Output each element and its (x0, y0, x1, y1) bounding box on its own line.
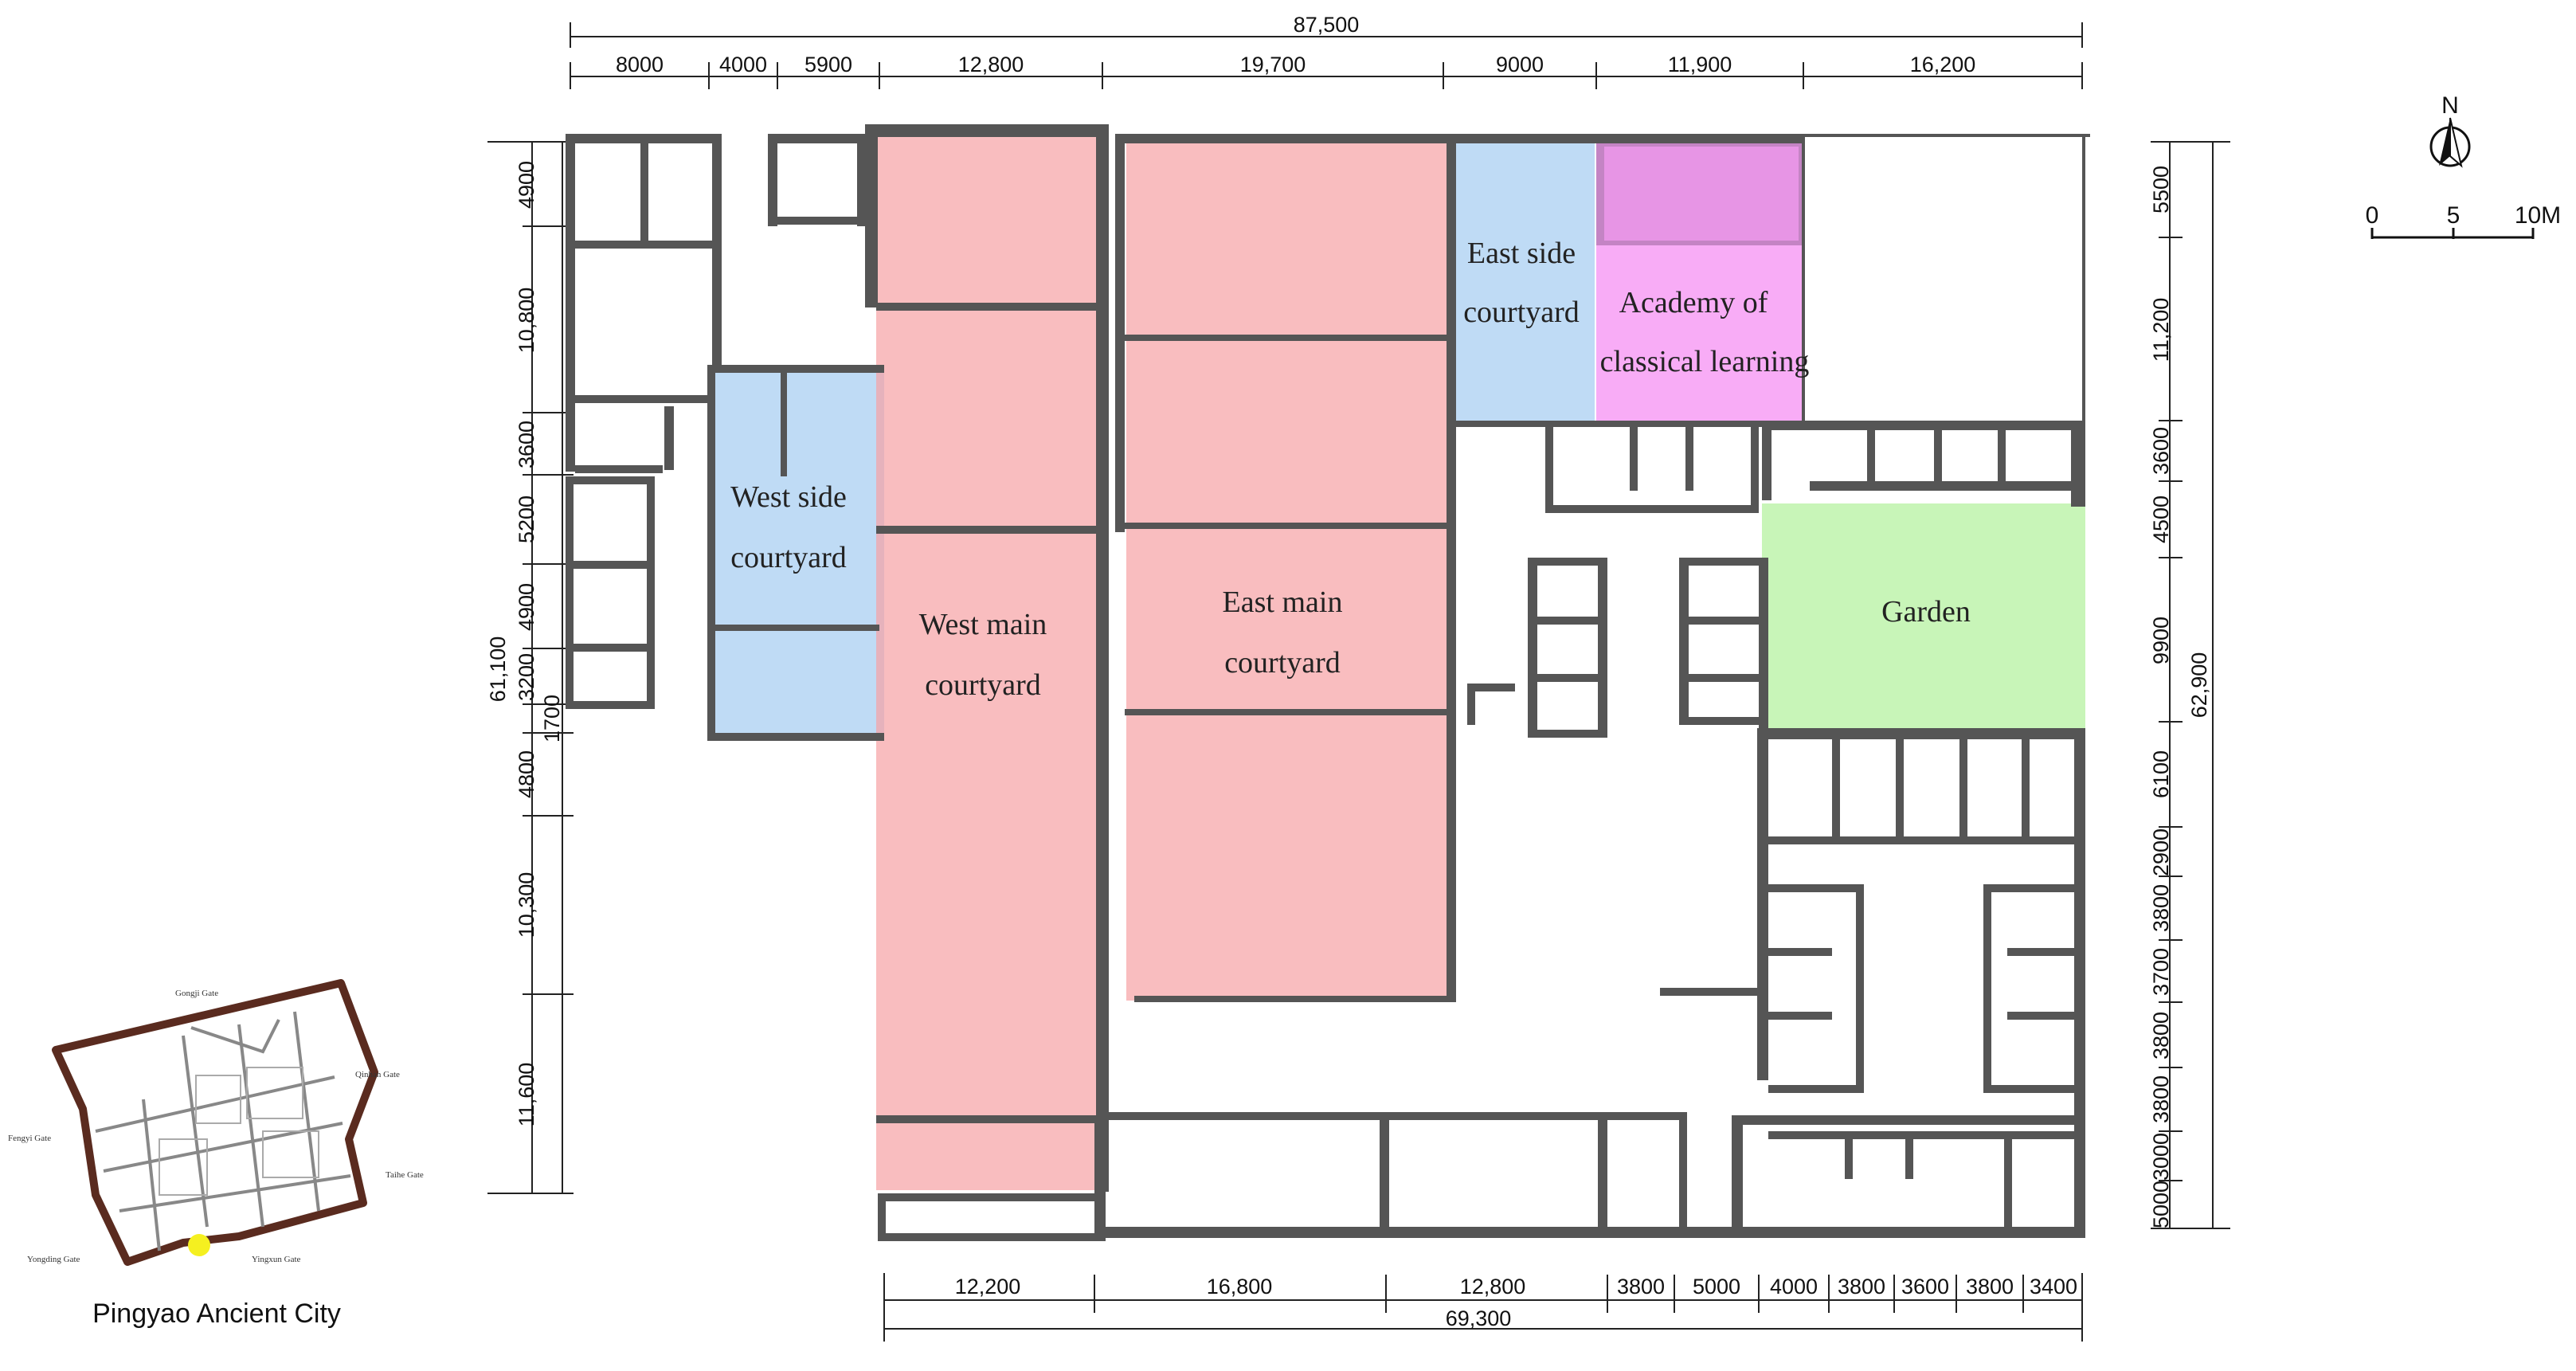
right-dim-11: 3800 (2149, 1075, 2173, 1123)
right-dim-2: 11,200 (2149, 298, 2173, 362)
bottom-dim-1: 12,200 (955, 1275, 1021, 1299)
walls (566, 124, 2090, 1241)
left-dim-3: 3600 (515, 421, 538, 468)
bottom-dim-7: 3800 (1838, 1275, 1885, 1299)
bottom-dim-6: 4000 (1770, 1275, 1818, 1299)
right-dim-13: 5000 (2149, 1181, 2173, 1228)
east-main-courtyard-label-1: East main (1223, 586, 1343, 619)
right-dim-6: 6100 (2149, 750, 2173, 798)
west-side-courtyard-zone (711, 366, 884, 739)
inset-gate-yongding: Yongding Gate (27, 1255, 80, 1264)
west-main-courtyard-zone (876, 137, 1107, 1190)
left-dim-5: 4900 (515, 583, 538, 631)
top-dim-5: 19,700 (1240, 53, 1306, 76)
bottom-dim-2: 16,800 (1207, 1275, 1273, 1299)
scale-label-10m: 10M (2515, 202, 2561, 229)
garden-label: Garden (1881, 595, 1971, 629)
east-side-courtyard-label-1: East side (1467, 237, 1576, 270)
east-main-courtyard-label-2: courtyard (1224, 646, 1341, 680)
inset-gate-gongji: Gongji Gate (175, 989, 218, 998)
scale-label-0: 0 (2366, 202, 2379, 229)
inset-gate-qinhan: Qinhan Gate (355, 1070, 400, 1079)
academy-zone (1596, 245, 1805, 422)
top-dim-7: 11,900 (1668, 53, 1732, 76)
academy-label-1: Academy of (1619, 286, 1768, 319)
right-dim-7: 2900 (2149, 828, 2173, 876)
top-dim-3: 5900 (805, 53, 852, 76)
right-dim-12: 3000 (2149, 1133, 2173, 1181)
left-dim-10: 11,600 (515, 1063, 538, 1127)
scale-bar (2370, 228, 2535, 239)
right-total-dim: 62,900 (2187, 652, 2211, 719)
left-dim-4: 5200 (515, 496, 538, 543)
bottom-dim-4: 3800 (1617, 1275, 1665, 1299)
north-arrow-icon (2429, 117, 2471, 168)
inset-gate-yingxun: Yingxun Gate (252, 1255, 301, 1264)
east-main-courtyard-zone (1126, 137, 1454, 1001)
top-dim-6: 9000 (1496, 53, 1544, 76)
bottom-total-dim: 69,300 (1446, 1306, 1512, 1330)
left-dim-2: 10,800 (515, 288, 538, 354)
right-dimension-lines (2151, 141, 2230, 1229)
west-side-courtyard-label-1: West side (730, 480, 847, 514)
top-dim-4: 12,800 (958, 53, 1024, 76)
left-dim-1: 4900 (515, 161, 538, 209)
west-main-courtyard-label-2: courtyard (925, 668, 1041, 702)
inset-location-marker (188, 1234, 210, 1256)
zone-fills (711, 137, 2085, 1190)
right-dim-10: 3800 (2149, 1012, 2173, 1060)
west-main-courtyard-label-1: West main (919, 608, 1047, 641)
bottom-dim-3: 12,800 (1460, 1275, 1526, 1299)
inset-title: Pingyao Ancient City (92, 1299, 341, 1329)
inset-gate-taihe: Taihe Gate (386, 1170, 424, 1180)
east-side-courtyard-zone (1454, 140, 1595, 421)
right-dim-5: 9900 (2149, 617, 2173, 664)
bottom-dim-5: 5000 (1693, 1275, 1740, 1299)
scale-label-5: 5 (2447, 202, 2461, 229)
right-dim-4: 4500 (2149, 496, 2173, 543)
north-label: N (2441, 92, 2459, 119)
inset-gate-fengyi: Fengyi Gate (8, 1134, 51, 1143)
left-dim-8: 4800 (515, 750, 538, 798)
left-dim-7: 1700 (540, 695, 564, 742)
left-dim-6: 3200 (515, 653, 538, 701)
academy-zone-inner (1604, 147, 1799, 241)
right-dim-1: 5500 (2149, 166, 2173, 213)
west-side-courtyard-label-2: courtyard (730, 541, 847, 574)
top-total-dim: 87,500 (1294, 13, 1360, 37)
top-dimension-lines (570, 22, 2083, 89)
east-side-courtyard-label-2: courtyard (1463, 296, 1580, 329)
bottom-dim-9: 3800 (1966, 1275, 2014, 1299)
left-dimension-lines (487, 141, 574, 1194)
top-dim-1: 8000 (616, 53, 664, 76)
academy-label-2: classical learning (1600, 345, 1810, 378)
left-dim-9: 10,300 (515, 872, 538, 938)
left-total-dim: 61,100 (486, 637, 510, 703)
bottom-dim-10: 3400 (2030, 1275, 2077, 1299)
inset-city-map (52, 979, 378, 1266)
garden-zone (1762, 503, 2085, 728)
top-dim-8: 16,200 (1910, 53, 1976, 76)
top-dim-2: 4000 (719, 53, 767, 76)
right-dim-8: 3800 (2149, 884, 2173, 932)
bottom-dimension-lines (883, 1273, 2083, 1342)
bottom-dim-8: 3600 (1901, 1275, 1949, 1299)
right-dim-9: 3700 (2149, 948, 2173, 996)
right-dim-3: 3600 (2149, 427, 2173, 475)
